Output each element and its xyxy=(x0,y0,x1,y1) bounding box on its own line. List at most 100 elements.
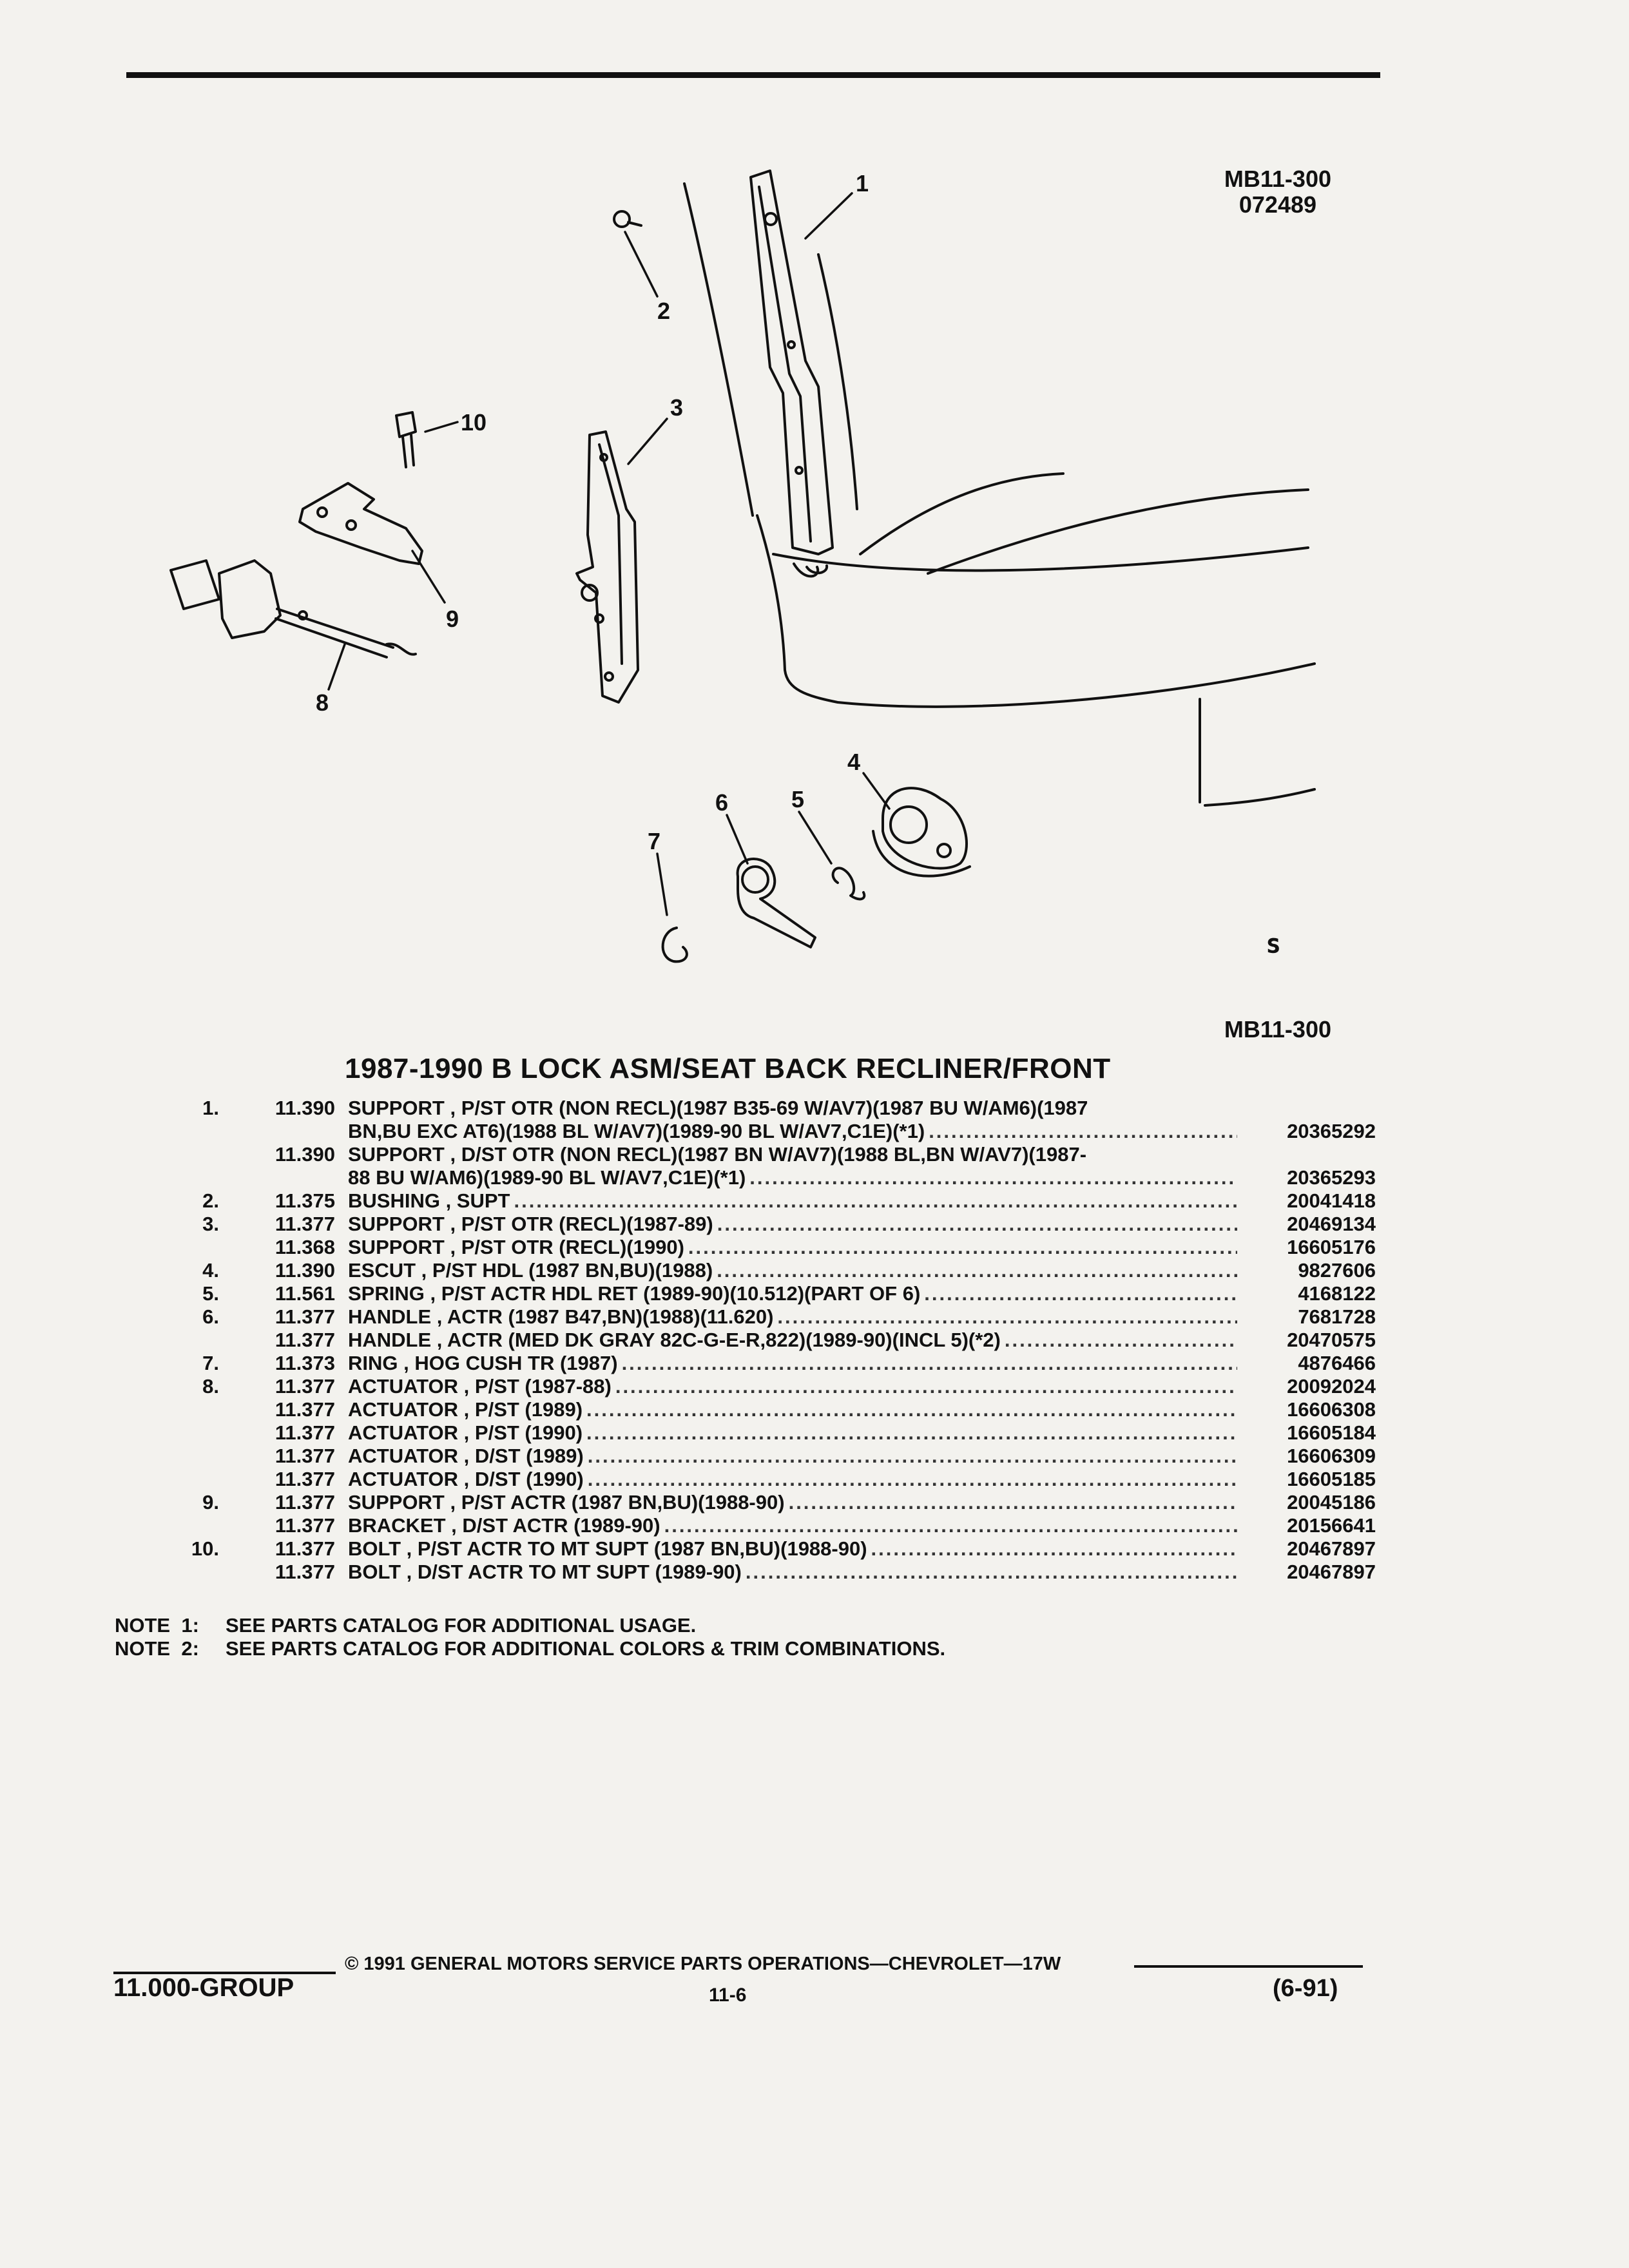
part-2-bushing xyxy=(613,210,642,228)
description: SUPPORT , P/ST OTR (NON RECL)(1987 B35-6… xyxy=(348,1097,1237,1120)
leader-dots: ........................................… xyxy=(615,1375,1237,1398)
callout-6: 6 xyxy=(715,789,728,816)
part-9-actuator-support xyxy=(298,482,423,565)
parts-row: BN,BU EXC AT6)(1988 BL W/AV7)(1989-90 BL… xyxy=(129,1120,1376,1143)
description-text: 88 BU W/AM6)(1989-90 BL W/AV7,C1E)(*1) xyxy=(348,1166,746,1189)
description-text: SUPPORT , P/ST ACTR (1987 BN,BU)(1988-90… xyxy=(348,1491,785,1514)
callout-5: 5 xyxy=(791,786,804,812)
group-number: 11.377 xyxy=(275,1445,335,1467)
logo-mark: ᔆ xyxy=(1266,934,1280,971)
item-number xyxy=(129,1445,224,1468)
leader-dots: ........................................… xyxy=(688,1236,1237,1258)
callout-4: 4 xyxy=(847,749,860,775)
part-1-support-outer xyxy=(749,169,834,578)
part-number: 16605176 xyxy=(1287,1236,1376,1258)
group-number: 11.373 xyxy=(275,1352,335,1374)
item-number: 6. xyxy=(202,1305,219,1328)
callout-7: 7 xyxy=(648,828,660,854)
seat-outline xyxy=(683,182,1316,807)
group-number: 11.390 xyxy=(275,1143,335,1166)
part-number xyxy=(1237,1143,1376,1166)
notes: NOTE 1:SEE PARTS CATALOG FOR ADDITIONAL … xyxy=(115,1614,945,1660)
leader-dots: ........................................… xyxy=(587,1468,1237,1490)
description-text: BUSHING , SUPT xyxy=(348,1189,510,1212)
group-number: 11.377 xyxy=(275,1561,335,1583)
group-number: 11.375 xyxy=(275,1189,335,1212)
part-number: 16605184 xyxy=(1287,1421,1376,1444)
part-number: 20156641 xyxy=(1287,1514,1376,1537)
description-text: SUPPORT , P/ST OTR (NON RECL)(1987 B35-6… xyxy=(348,1097,1088,1119)
description: ACTUATOR , P/ST (1987-88)...............… xyxy=(348,1375,1237,1398)
callout-2: 2 xyxy=(657,298,670,324)
item-number: 2. xyxy=(202,1189,219,1212)
item-number: 5. xyxy=(202,1282,219,1305)
part-8-actuator xyxy=(169,559,417,658)
reference-code-block: MB11-300 072489 xyxy=(1224,166,1331,218)
part-number xyxy=(1237,1097,1376,1120)
part-number: 4168122 xyxy=(1298,1282,1376,1305)
reference-code: MB11-300 xyxy=(1224,166,1331,192)
item-number: 4. xyxy=(202,1259,219,1282)
leader-dots: ........................................… xyxy=(749,1166,1237,1189)
group-number: 11.377 xyxy=(275,1491,335,1514)
part-number: 7681728 xyxy=(1298,1305,1376,1328)
description-text: BOLT , P/ST ACTR TO MT SUPT (1987 BN,BU)… xyxy=(348,1537,867,1560)
item-number xyxy=(129,1143,224,1166)
callout-9: 9 xyxy=(446,606,459,632)
part-number: 16606308 xyxy=(1287,1398,1376,1421)
group-number: 11.390 xyxy=(275,1259,335,1282)
parts-row: 10. 11.377 BOLT , P/ST ACTR TO MT SUPT (19… xyxy=(129,1537,1376,1561)
description: ACTUATOR , D/ST (1989)..................… xyxy=(348,1445,1237,1468)
item-number xyxy=(129,1120,224,1143)
part-number: 20365293 xyxy=(1287,1166,1376,1189)
leader-dots: ........................................… xyxy=(929,1120,1237,1142)
note-text: SEE PARTS CATALOG FOR ADDITIONAL USAGE. xyxy=(226,1614,697,1637)
description: BOLT , D/ST ACTR TO MT SUPT (1989-90)...… xyxy=(348,1561,1237,1584)
leader-dots: ........................................… xyxy=(777,1305,1237,1328)
item-number xyxy=(129,1236,224,1259)
exploded-parts-diagram: 1 2 3 4 5 6 7 8 9 10 ᔆ xyxy=(169,169,1316,971)
description: SUPPORT , P/ST ACTR (1987 BN,BU)(1988-90… xyxy=(348,1491,1237,1514)
description-text: HANDLE , ACTR (1987 B47,BN)(1988)(11.620… xyxy=(348,1305,774,1328)
parts-row: 11.377 ACTUATOR , D/ST (1989)............… xyxy=(129,1445,1376,1468)
item-number: 10. xyxy=(191,1537,219,1560)
description: SUPPORT , P/ST OTR (RECL)(1987-89)......… xyxy=(348,1213,1237,1236)
group-number: 11.377 xyxy=(275,1375,335,1398)
leader-dots: ........................................… xyxy=(621,1352,1237,1374)
description: BN,BU EXC AT6)(1988 BL W/AV7)(1989-90 BL… xyxy=(348,1120,1237,1143)
leader-dots: ........................................… xyxy=(788,1491,1237,1514)
part-6-handle xyxy=(736,858,816,948)
item-number xyxy=(129,1514,224,1537)
leader-dots: ........................................… xyxy=(871,1537,1237,1560)
callout-3: 3 xyxy=(670,394,683,421)
part-number: 20092024 xyxy=(1287,1375,1376,1398)
parts-row: 11.377 BOLT , D/ST ACTR TO MT SUPT (1989-… xyxy=(129,1561,1376,1584)
item-number xyxy=(129,1329,224,1352)
description-text: SUPPORT , P/ST OTR (RECL)(1987-89) xyxy=(348,1213,713,1235)
leader-dots: ........................................… xyxy=(586,1398,1237,1421)
description: 88 BU W/AM6)(1989-90 BL W/AV7,C1E)(*1)..… xyxy=(348,1166,1237,1189)
description-text: ACTUATOR , D/ST (1989) xyxy=(348,1445,584,1467)
note-label: NOTE 2: xyxy=(115,1637,199,1660)
note-row: NOTE 1:SEE PARTS CATALOG FOR ADDITIONAL … xyxy=(115,1614,945,1637)
description-text: BN,BU EXC AT6)(1988 BL W/AV7)(1989-90 BL… xyxy=(348,1120,925,1142)
reference-date: 072489 xyxy=(1239,191,1317,218)
reference-code-bottom: MB11-300 xyxy=(1224,1016,1331,1043)
description: RING , HOG CUSH TR (1987)...............… xyxy=(348,1352,1237,1375)
group-number: 11.377 xyxy=(275,1537,335,1560)
part-number: 20470575 xyxy=(1287,1329,1376,1351)
top-rule xyxy=(126,72,1380,78)
description: BRACKET , D/ST ACTR (1989-90)...........… xyxy=(348,1514,1237,1537)
item-number xyxy=(129,1421,224,1445)
callout-8: 8 xyxy=(316,689,329,716)
description: ACTUATOR , P/ST (1989)..................… xyxy=(348,1398,1237,1421)
description-text: SPRING , P/ST ACTR HDL RET (1989-90)(10.… xyxy=(348,1282,921,1305)
description-text: BOLT , D/ST ACTR TO MT SUPT (1989-90) xyxy=(348,1561,742,1583)
